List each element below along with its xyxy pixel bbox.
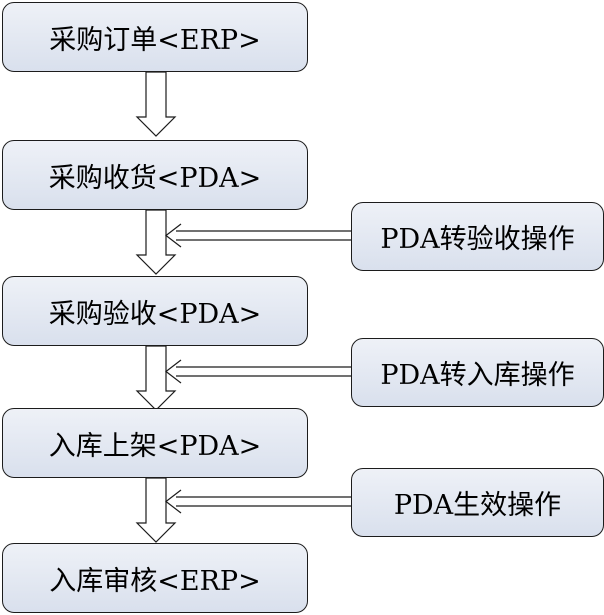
step-purchase-order: 采购订单<ERP>	[2, 2, 308, 72]
step-purchase-receipt: 采购收货<PDA>	[2, 140, 308, 210]
op-pda-activate: PDA生效操作	[351, 468, 604, 537]
down-arrow-2	[135, 209, 177, 275]
step-label: 采购验收<PDA>	[48, 298, 262, 330]
op-pda-to-inspection: PDA转验收操作	[351, 202, 604, 271]
step-label: 采购收货<PDA>	[48, 162, 262, 194]
side-arrow-1	[165, 223, 351, 248]
step-label: 入库审核<ERP>	[49, 565, 261, 597]
operation-label: PDA转入库操作	[380, 360, 575, 391]
step-label: 采购订单<ERP>	[49, 24, 261, 56]
op-pda-to-inbound: PDA转入库操作	[351, 338, 604, 407]
step-putaway: 入库上架<PDA>	[2, 408, 308, 478]
step-label: 入库上架<PDA>	[48, 430, 262, 462]
step-inbound-review: 入库审核<ERP>	[2, 543, 308, 613]
side-arrow-3	[165, 489, 351, 514]
operation-label: PDA生效操作	[393, 490, 562, 521]
step-purchase-inspection: 采购验收<PDA>	[2, 276, 308, 346]
down-arrow-3	[135, 345, 177, 411]
down-arrow-1	[135, 71, 177, 137]
down-arrow-4	[135, 477, 177, 543]
operation-label: PDA转验收操作	[380, 224, 575, 255]
side-arrow-2	[165, 359, 351, 384]
